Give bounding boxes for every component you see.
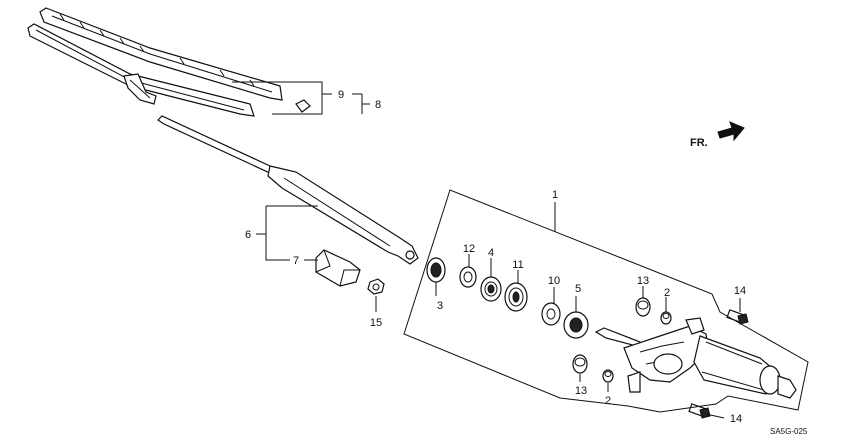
bushing-5	[563, 311, 589, 339]
callout-14-upper: 14	[734, 285, 746, 297]
callout-11: 11	[512, 259, 523, 271]
collar-2-upper	[660, 311, 672, 325]
callout-6: 6	[245, 229, 251, 241]
callout-8: 8	[375, 99, 381, 111]
callout-9: 9	[338, 89, 344, 101]
collar-2-lower	[602, 369, 614, 383]
mount-13-upper	[635, 297, 651, 317]
washer-12	[459, 266, 477, 288]
callout-2-upper: 2	[664, 287, 670, 299]
callout-10: 10	[548, 275, 560, 287]
assembly-boundary	[403, 189, 809, 413]
callout-13-lower: 13	[575, 385, 587, 397]
nut-15	[367, 278, 385, 295]
callout-14-lower: 14	[730, 413, 742, 425]
washer-10	[541, 302, 561, 326]
bracket-6-7	[256, 205, 318, 261]
callouts: 1 2 2 3 4 5 6 7 8 9 10 11 12 13 13 14 14…	[245, 89, 746, 425]
callout-1: 1	[552, 189, 558, 201]
wiper-motor	[594, 317, 797, 399]
seal-4	[480, 276, 502, 302]
bushing-11	[504, 282, 528, 312]
bolt-14-upper	[726, 309, 749, 325]
callout-13-upper: 13	[637, 275, 649, 287]
callout-12: 12	[463, 243, 475, 255]
mount-13-lower	[572, 354, 588, 374]
bushing-3	[426, 257, 446, 283]
callout-5: 5	[575, 283, 581, 295]
callout-2-lower: 2	[605, 395, 611, 407]
callout-15: 15	[370, 317, 382, 329]
callout-4: 4	[488, 247, 494, 259]
callout-7: 7	[293, 255, 299, 267]
bracket-8-9	[232, 81, 370, 115]
callout-3: 3	[437, 300, 443, 312]
front-direction-indicator: FR.	[690, 121, 745, 149]
direction-label: FR.	[690, 137, 708, 149]
front-arrow-icon	[717, 121, 745, 142]
leader-lines	[375, 202, 741, 419]
arm-cap	[315, 249, 361, 287]
wiper-arm	[157, 115, 419, 265]
wiper-blade-assembly	[27, 7, 311, 117]
diagram-code: SA5G-025	[770, 427, 808, 436]
